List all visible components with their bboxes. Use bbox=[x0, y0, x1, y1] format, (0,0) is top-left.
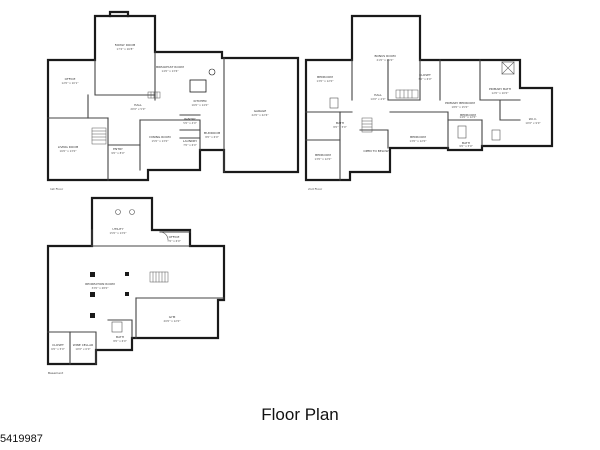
room-label-recreation: RECREATION ROOM bbox=[85, 282, 115, 286]
first-floor-caption: 1st Floor bbox=[50, 187, 64, 191]
room-dims-closet: 7'0" x 6'0" bbox=[418, 77, 432, 81]
room-label-bath-3: BATH bbox=[462, 141, 470, 145]
room-label-bonus: BONUS ROOM bbox=[374, 54, 395, 58]
room-label-bedroom-4: BEDROOM bbox=[460, 113, 476, 117]
room-dims-bedroom-2: 13'0" x 12'0" bbox=[315, 157, 332, 161]
listing-id: 5419987 bbox=[0, 433, 43, 445]
room-label-hall-2: HALL bbox=[374, 93, 382, 97]
room-label-bath-2: BATH bbox=[336, 121, 344, 125]
room-label-bedroom-1: BEDROOM bbox=[317, 75, 333, 79]
room-dims-primary-bath: 12'0" x 10'0" bbox=[492, 91, 509, 95]
room-dims-wic: 10'0" x 9'0" bbox=[525, 121, 540, 125]
basement-caption: Basement bbox=[48, 371, 64, 375]
room-label-garage: GARAGE bbox=[254, 109, 267, 113]
room-dims-bedroom-4: 14'0" x 12'0" bbox=[460, 115, 477, 119]
room-dims-utility: 15'0" x 13'0" bbox=[110, 231, 127, 235]
room-dims-bedroom-1: 13'0" x 12'0" bbox=[317, 79, 334, 83]
room-label-pantry: PANTRY bbox=[184, 117, 196, 121]
first-floor-labels: FAMILY ROOM 17'4" x 16'8" OFFICE 12'0" x… bbox=[50, 43, 268, 191]
room-dims-hall-2: 14'0" x 4'0" bbox=[370, 97, 385, 101]
room-dims-breakfast: 14'0" x 13'6" bbox=[162, 69, 179, 73]
room-label-office-basement: OFFICE bbox=[169, 235, 180, 239]
basement-plan bbox=[46, 196, 226, 366]
room-dims-wine-cellar: 10'0" x 6'0" bbox=[75, 347, 90, 351]
room-label-closet-basement: CLOSET bbox=[52, 343, 64, 347]
room-label-entry: ENTRY bbox=[113, 147, 123, 151]
room-dims-bedroom-3: 13'0" x 12'0" bbox=[410, 139, 427, 143]
room-label-primary-bath: PRIMARY BATH bbox=[489, 87, 511, 91]
room-dims-entry: 9'0" x 8'0" bbox=[111, 151, 125, 155]
room-dims-office-basement: 7'0" x 6'0" bbox=[167, 239, 181, 243]
room-label-mudroom: MUDROOM bbox=[204, 131, 221, 135]
room-label-bedroom-2: BEDROOM bbox=[315, 153, 331, 157]
room-label-primary-bedroom: PRIMARY BEDROOM bbox=[445, 101, 475, 105]
room-label-living: LIVING ROOM bbox=[58, 145, 79, 149]
room-dims-office: 12'0" x 10'1" bbox=[62, 81, 79, 85]
room-label-utility: UTILITY bbox=[112, 227, 123, 231]
room-dims-gym: 20'0" x 12'0" bbox=[164, 319, 181, 323]
room-dims-mudroom: 8'0" x 6'0" bbox=[205, 135, 219, 139]
room-label-bedroom-3: BEDROOM bbox=[410, 135, 426, 139]
room-label-kitchen: KITCHEN bbox=[194, 99, 207, 103]
room-label-breakfast: BREAKFAST ROOM bbox=[156, 65, 184, 69]
room-dims-hall: 20'0" x 5'0" bbox=[130, 107, 145, 111]
floor-plan-drawings: FAMILY ROOM 17'4" x 16'8" OFFICE 12'0" x… bbox=[46, 10, 554, 375]
room-label-dining: DINING ROOM bbox=[149, 135, 171, 139]
second-floor-plan bbox=[304, 14, 554, 182]
room-dims-closet-basement: 6'0" x 5'0" bbox=[51, 347, 65, 351]
room-label-wic: W.I.C. bbox=[529, 117, 538, 121]
room-label-wine-cellar: WINE CELLAR bbox=[73, 343, 93, 347]
room-dims-dining: 15'0" x 13'0" bbox=[152, 139, 169, 143]
room-dims-bath-basement: 8'0" x 6'0" bbox=[113, 339, 127, 343]
room-label-open-to-below: OPEN TO BELOW bbox=[363, 149, 388, 153]
room-label-bath-basement: BATH bbox=[116, 335, 124, 339]
room-label-family: FAMILY ROOM bbox=[115, 43, 136, 47]
room-dims-family: 17'4" x 16'8" bbox=[117, 47, 134, 51]
room-dims-pantry: 5'0" x 4'0" bbox=[183, 121, 197, 125]
room-label-closet: CLOSET bbox=[419, 73, 431, 77]
room-dims-bath-2: 8'0" x 5'0" bbox=[333, 125, 347, 129]
room-label-office: OFFICE bbox=[65, 77, 76, 81]
floor-plan-title: Floor Plan bbox=[261, 405, 339, 424]
first-floor-plan bbox=[46, 10, 300, 182]
room-dims-recreation: 33'0" x 28'0" bbox=[92, 286, 109, 290]
second-floor-caption: 2nd Floor bbox=[308, 187, 323, 191]
basement-labels: UTILITY 15'0" x 13'0" OFFICE 7'0" x 6'0"… bbox=[48, 227, 181, 375]
room-dims-primary-bedroom: 18'0" x 15'0" bbox=[452, 105, 469, 109]
room-dims-bath-3: 9'0" x 5'0" bbox=[459, 144, 473, 148]
room-dims-bonus: 21'0" x 15'0" bbox=[377, 58, 394, 62]
room-dims-kitchen: 16'0" x 14'0" bbox=[192, 103, 209, 107]
second-floor-labels: BONUS ROOM 21'0" x 15'0" BEDROOM 13'0" x… bbox=[308, 54, 541, 191]
room-dims-living: 16'0" x 13'0" bbox=[60, 149, 77, 153]
room-label-laundry: LAUNDRY bbox=[183, 139, 197, 143]
room-label-hall: HALL bbox=[134, 103, 142, 107]
room-dims-laundry: 7'0" x 6'0" bbox=[183, 143, 197, 147]
room-label-gym: GYM bbox=[169, 315, 176, 319]
room-dims-garage: 22'0" x 22'6" bbox=[252, 113, 269, 117]
